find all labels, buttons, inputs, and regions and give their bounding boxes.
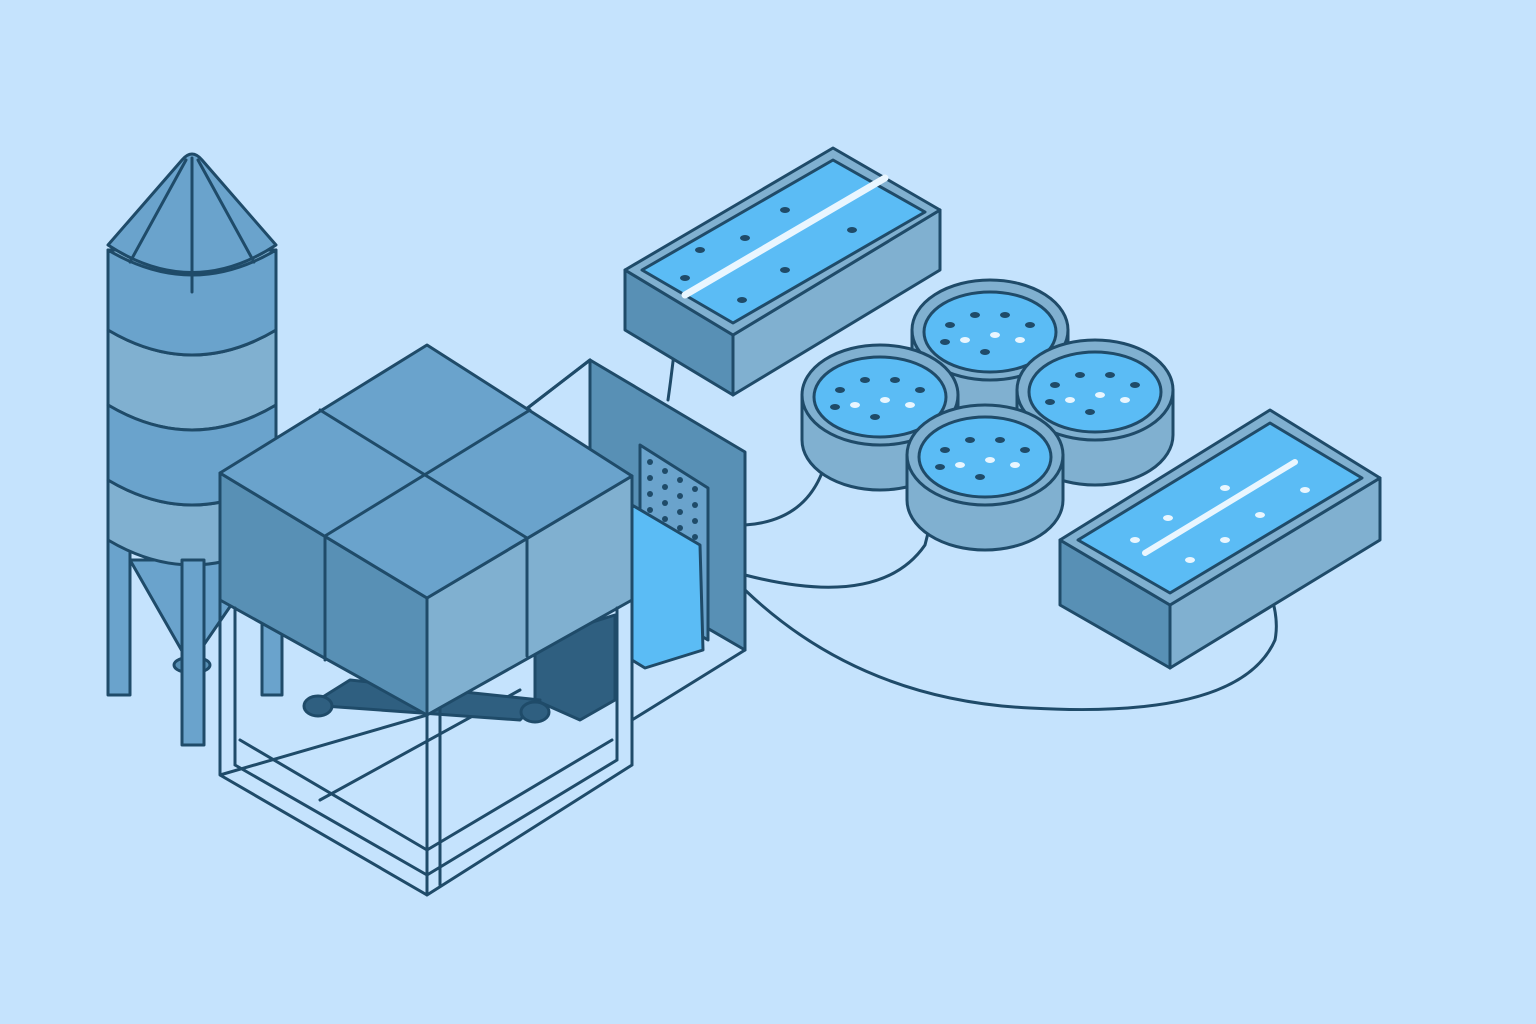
round-tanks [800,278,1175,552]
screen-hole [677,525,683,531]
raceway-tank-1 [623,146,942,397]
fish [1130,382,1140,388]
fish [1075,372,1085,378]
fish [965,437,975,443]
water-surface [917,415,1053,499]
screen-hole [647,475,653,481]
screen-hole [662,516,668,522]
silo-band-shade [106,248,278,357]
fish [870,414,880,420]
frame-legs [218,598,634,897]
fish [850,402,860,408]
fish [955,462,965,468]
fish [1120,397,1130,403]
screen-hole [647,507,653,513]
water-surface [922,290,1058,374]
fish [960,337,970,343]
silo-cone-ribs [128,156,256,294]
round-tank [905,403,1065,552]
screen-hole [662,484,668,490]
water-surface [812,355,948,439]
fish [945,322,955,328]
screen-hole [677,477,683,483]
silo-leg [106,538,132,697]
fish [860,377,870,383]
fish [1015,337,1025,343]
fish [1085,409,1095,415]
screen-hole [677,493,683,499]
aerator-bar [1142,459,1298,556]
fish [940,339,950,345]
fish [935,464,945,470]
fish [1095,392,1105,398]
fish [890,377,900,383]
main-housing [218,343,634,897]
fish [1025,322,1035,328]
screen-hole [692,534,698,540]
fish [830,404,840,410]
fish-dots [1130,485,1310,563]
fish [980,349,990,355]
screen-hole [692,502,698,508]
fish [975,474,985,480]
fish [905,402,915,408]
fish [1105,372,1115,378]
pump [302,694,334,718]
screen-hole [692,518,698,524]
fish [995,437,1005,443]
fish [1010,462,1020,468]
fish [835,387,845,393]
fish [940,447,950,453]
screen-hole [662,500,668,506]
screen-hole [647,459,653,465]
fish [970,312,980,318]
fish [990,332,1000,338]
water-surface [1027,350,1163,434]
screen-hole [677,509,683,515]
raceway-tank-2 [1058,408,1382,670]
top-face [218,343,634,600]
enclosure-frame [523,358,747,722]
silo-leg [180,558,206,747]
screen-hole [692,486,698,492]
fish [1020,447,1030,453]
fish [1045,399,1055,405]
fish [1065,397,1075,403]
screen-hole [647,491,653,497]
fish-dots [680,207,857,303]
top-face-dividers [318,408,532,540]
round-tank [1015,338,1175,487]
fish [915,387,925,393]
fish [985,457,995,463]
pump [519,700,551,724]
fish [880,397,890,403]
screen-hole [662,468,668,474]
fish [1000,312,1010,318]
fish [1050,382,1060,388]
aerator-bar [681,174,889,299]
